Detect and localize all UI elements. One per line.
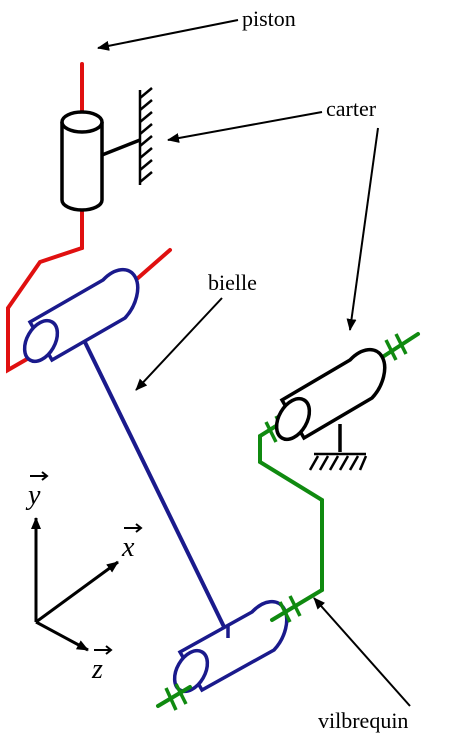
- arrow-bielle: [135, 297, 223, 391]
- axis-y-label: y: [25, 471, 49, 511]
- ground-hatch-top: [138, 87, 153, 185]
- piston-guide-link: [101, 138, 141, 157]
- bielle-rod: [78, 331, 230, 636]
- carter-bearing: [274, 347, 387, 442]
- piston-cylinder: [60, 110, 104, 212]
- label-bielle: bielle: [208, 270, 257, 295]
- axis-x-label: x: [121, 523, 143, 563]
- arrow-carter-top: [167, 111, 323, 143]
- arrow-piston: [97, 19, 239, 51]
- bielle-top-bearing: [22, 267, 140, 364]
- ground-hatch-bottom: [308, 452, 368, 471]
- svg-text:z: z: [91, 654, 103, 685]
- bielle-bottom-bearing: [172, 599, 289, 694]
- label-vilbrequin: vilbrequin: [318, 708, 408, 733]
- arrow-carter-bottom: [346, 127, 379, 331]
- label-piston: piston: [242, 6, 296, 31]
- svg-text:y: y: [25, 480, 41, 511]
- label-carter: carter: [326, 96, 377, 121]
- axes: [31, 517, 119, 652]
- axis-z-label: z: [91, 645, 113, 685]
- svg-text:x: x: [121, 532, 135, 563]
- arrow-vilbrequin: [313, 597, 411, 707]
